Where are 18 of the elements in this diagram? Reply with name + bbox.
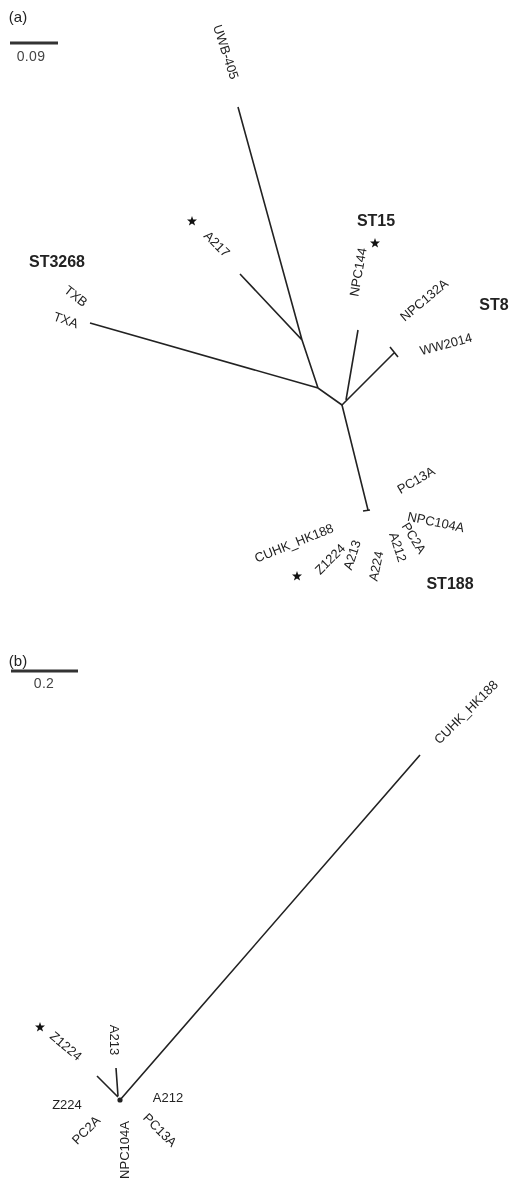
panel-label: (b) bbox=[8, 652, 28, 668]
scale-bar-value: 0.09 bbox=[16, 49, 46, 63]
leaf-label: A217 bbox=[201, 228, 233, 260]
group-label: ST188 bbox=[426, 576, 474, 592]
leaf-label: A212 bbox=[152, 1090, 184, 1104]
leaf-label: NPC104A bbox=[117, 1121, 131, 1179]
panel-label: (a) bbox=[8, 8, 28, 24]
group-label: ST15 bbox=[356, 213, 396, 229]
scale-bar-value: 0.2 bbox=[33, 676, 55, 690]
leaf-label: A224 bbox=[366, 549, 386, 583]
leaf-label: NPC144 bbox=[347, 246, 369, 298]
leaf-label: A213 bbox=[107, 1024, 121, 1056]
leaf-label: TXA bbox=[51, 309, 81, 331]
leaf-label: TXB bbox=[62, 283, 90, 309]
leaf-label: WW2014 bbox=[418, 330, 474, 358]
group-label: ST3268 bbox=[29, 254, 85, 270]
group-label: ST8 bbox=[479, 297, 509, 313]
leaf-label: Z224 bbox=[52, 1097, 82, 1111]
